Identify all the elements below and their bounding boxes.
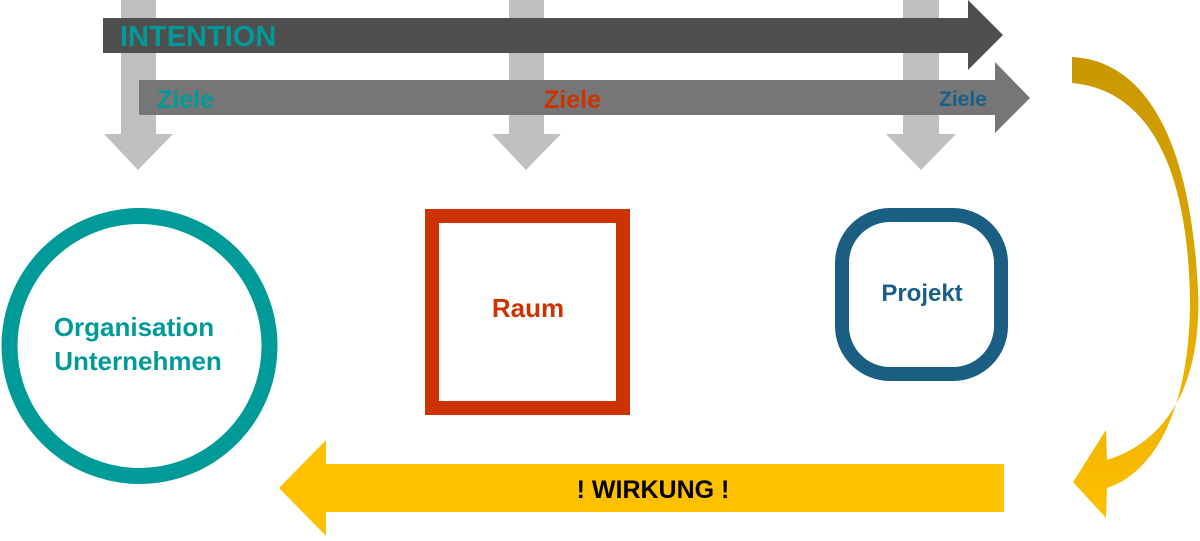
node-projekt: Projekt [835,208,1008,381]
feedback-curved-arrow [1072,57,1199,518]
node-organisation: Organisation Unternehmen [1,208,278,484]
organisation-label-line-1: Organisation [54,312,214,342]
raum-square [425,209,630,415]
organisation-label-line-2: Unternehmen [54,346,222,376]
wirkung-arrow-shape [279,440,1004,536]
raum-label: Raum [492,293,564,323]
intention-arrow-shape [103,0,1003,70]
intention-arrow: INTENTION [103,0,1003,70]
projekt-label: Projekt [881,280,962,307]
projekt-rounded-square [835,208,1008,381]
ziele-arrow: Ziele Ziele Ziele [139,62,1030,133]
ziele-label-projekt: Ziele [939,88,987,111]
node-raum: Raum [425,209,630,415]
wirkung-arrow: ! WIRKUNG ! [279,440,1004,536]
ziele-label-raum: Ziele [544,86,601,114]
wirkung-label: ! WIRKUNG ! [577,476,730,504]
organisation-circle [1,208,278,484]
ziele-arrow-shape [139,62,1030,133]
intention-label: INTENTION [120,21,276,53]
ziele-label-organisation: Ziele [157,86,214,114]
